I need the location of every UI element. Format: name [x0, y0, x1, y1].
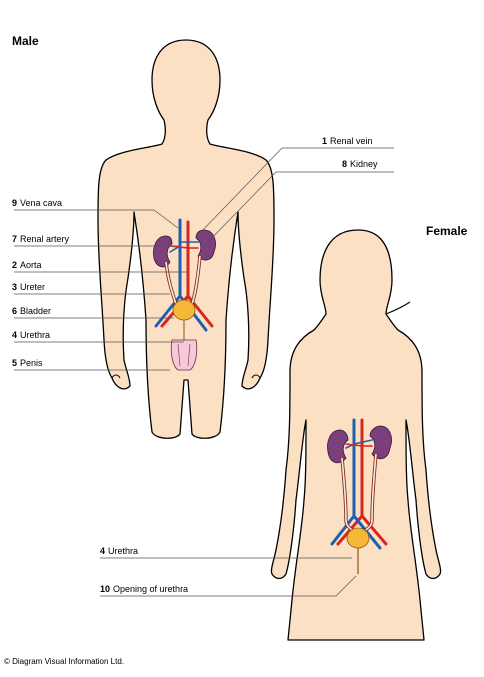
male-urinary-organs — [153, 218, 216, 371]
female-kidney-left — [327, 429, 349, 464]
male-renal-artery — [169, 245, 199, 249]
female-hair-tip — [385, 301, 411, 315]
male-kidney-right — [195, 229, 216, 261]
female-title: Female — [426, 224, 468, 238]
male-penis — [170, 339, 198, 371]
male-right-hand — [251, 374, 261, 379]
female-silhouette — [270, 229, 442, 641]
male-kidney-left — [153, 235, 173, 268]
female-bladder — [346, 527, 370, 549]
female-body — [270, 229, 442, 641]
male-body — [97, 39, 275, 439]
male-leader-lines — [14, 147, 394, 371]
male-silhouette — [97, 39, 275, 439]
male-left-hand — [111, 374, 121, 379]
female-urinary-organs — [327, 418, 392, 574]
female-kidney-right — [369, 425, 392, 460]
female-leader-lines — [100, 557, 357, 597]
male-title: Male — [12, 34, 39, 48]
copyright-notice: © Diagram Visual Information Ltd. — [4, 657, 125, 666]
male-bladder — [172, 299, 196, 321]
